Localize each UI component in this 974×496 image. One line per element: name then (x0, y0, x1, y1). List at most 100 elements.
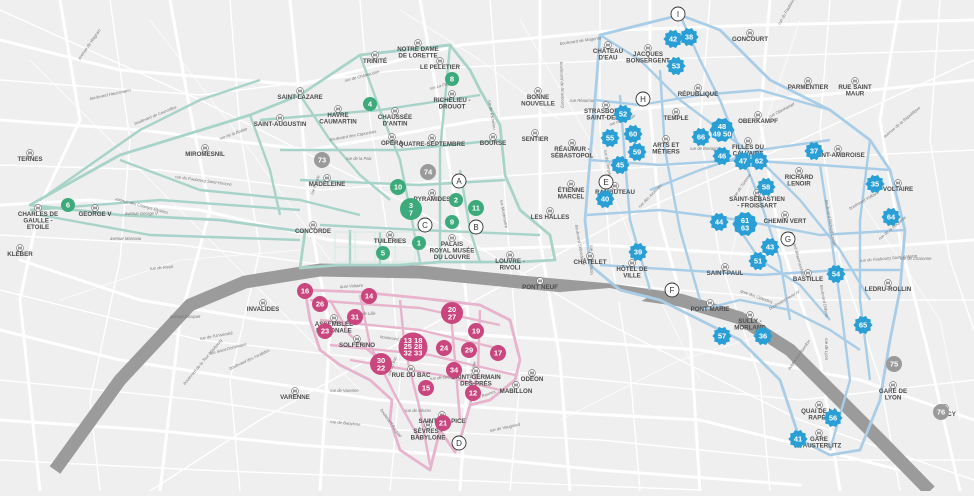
blue-badge-43[interactable]: 43 (760, 237, 780, 257)
green-badge-2[interactable]: 2 (449, 193, 463, 207)
blue-badge-41[interactable]: 41 (788, 429, 808, 449)
blue-badge-45[interactable]: 45 (610, 155, 630, 175)
blue-badge-62[interactable]: 62 (749, 151, 769, 171)
blue-badge-46[interactable]: 46 (712, 146, 732, 166)
blue-badge-47[interactable]: 47 (733, 151, 753, 171)
blue-badge-58[interactable]: 58 (756, 177, 776, 197)
blue-badge-39[interactable]: 39 (628, 242, 648, 262)
pink-badge-17[interactable]: 17 (490, 345, 506, 361)
blue-badge-54[interactable]: 54 (826, 264, 846, 284)
pink-badge-23[interactable]: 23 (317, 323, 333, 339)
pink-badge-19[interactable]: 19 (468, 323, 484, 339)
blue-badge-66[interactable]: 66 (691, 127, 711, 147)
blue-badge-51[interactable]: 51 (748, 251, 768, 271)
zone-marker-b[interactable]: B (468, 219, 484, 235)
pink-badge-34[interactable]: 34 (446, 362, 462, 378)
blue-badge-36[interactable]: 36 (753, 326, 773, 346)
grey-badge-73[interactable]: 73 (314, 152, 330, 168)
blue-badge-52[interactable]: 52 (613, 104, 633, 124)
blue-badge-35[interactable]: 35 (865, 174, 885, 194)
blue-badge-60[interactable]: 60 (623, 124, 643, 144)
blue-badge-42[interactable]: 42 (663, 29, 683, 49)
blue-badge-64[interactable]: 64 (881, 207, 901, 227)
grey-badge-76[interactable]: 76 (933, 404, 949, 420)
pink-badge-16[interactable]: 16 (297, 283, 313, 299)
zone-marker-d[interactable]: D (451, 435, 467, 451)
green-badge-3-7[interactable]: 37 (400, 198, 422, 220)
blue-badge-53[interactable]: 53 (666, 56, 686, 76)
grey-badge-75[interactable]: 75 (886, 356, 902, 372)
pink-badge-15[interactable]: 15 (418, 380, 434, 396)
pink-badge-29[interactable]: 29 (461, 342, 477, 358)
zone-marker-f[interactable]: F (664, 282, 680, 298)
blue-badge-56[interactable]: 56 (823, 408, 843, 428)
blue-badge-57[interactable]: 57 (712, 326, 732, 346)
blue-badge-40[interactable]: 40 (595, 189, 615, 209)
pink-badge-26[interactable]: 26 (312, 296, 328, 312)
grey-badge-74[interactable]: 74 (420, 164, 436, 180)
blue-badge-37[interactable]: 37 (804, 141, 824, 161)
green-badge-1[interactable]: 1 (412, 236, 426, 250)
zone-marker-g[interactable]: G (780, 231, 796, 247)
pink-badge-31[interactable]: 31 (347, 309, 363, 325)
pink-badge-12[interactable]: 12 (465, 385, 481, 401)
zone-marker-a[interactable]: A (451, 173, 467, 189)
zone-marker-i[interactable]: I (670, 6, 686, 22)
blue-badge-65[interactable]: 65 (853, 315, 873, 335)
pink-badge-21[interactable]: 21 (435, 415, 451, 431)
green-badge-9[interactable]: 9 (445, 215, 459, 229)
blue-badge-38[interactable]: 38 (679, 27, 699, 47)
green-badge-10[interactable]: 10 (390, 179, 406, 195)
blue-badge-59[interactable]: 59 (627, 142, 647, 162)
station-le-peletier[interactable]: MLE PELETIER (420, 57, 460, 71)
green-badge-8[interactable]: 8 (445, 72, 459, 86)
